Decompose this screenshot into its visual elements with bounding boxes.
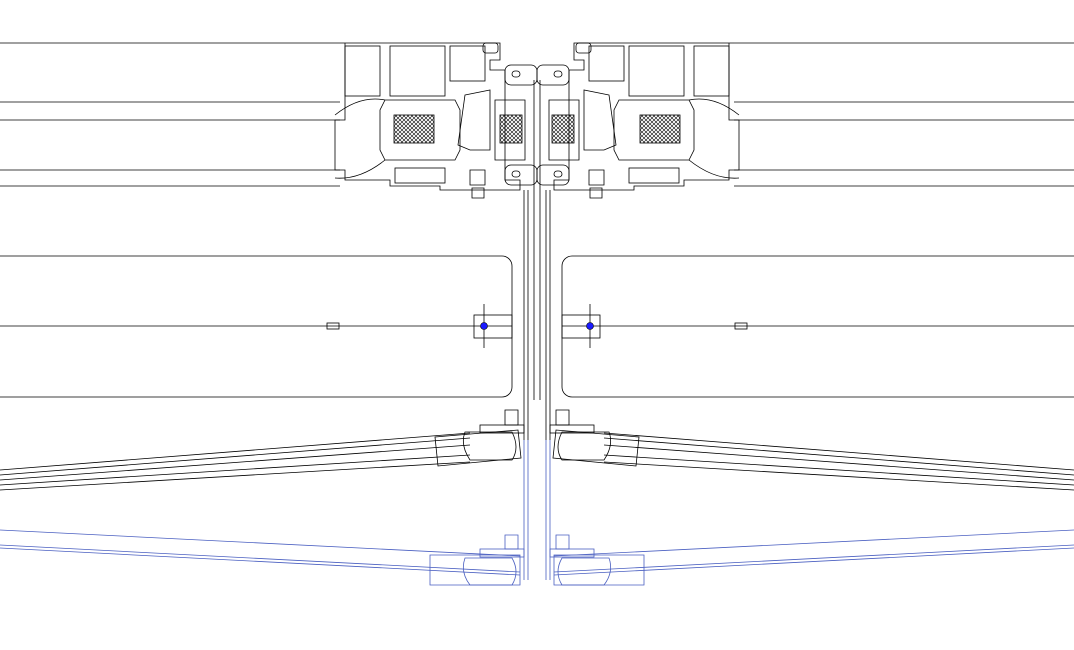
right-half — [536, 42, 1074, 586]
left-half — [0, 42, 538, 586]
